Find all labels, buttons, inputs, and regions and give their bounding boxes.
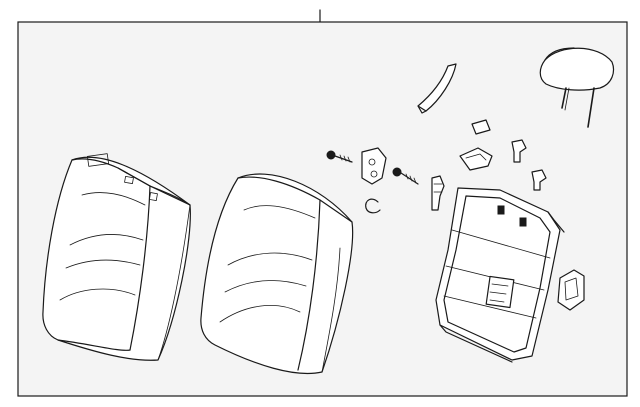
trim-strip-icon — [417, 63, 457, 114]
seat-back-pad-icon — [200, 173, 354, 375]
bracket-icon — [361, 147, 387, 185]
clip-icon — [431, 175, 445, 211]
clip-icon — [365, 198, 381, 214]
bracket-icon — [459, 147, 493, 171]
clip-icon — [471, 119, 547, 191]
headrest-icon — [539, 47, 615, 128]
handle-icon — [557, 269, 585, 311]
seat-frame-icon — [435, 187, 565, 363]
bolt-icon — [326, 150, 419, 185]
seat-back-cover-icon — [42, 153, 191, 361]
